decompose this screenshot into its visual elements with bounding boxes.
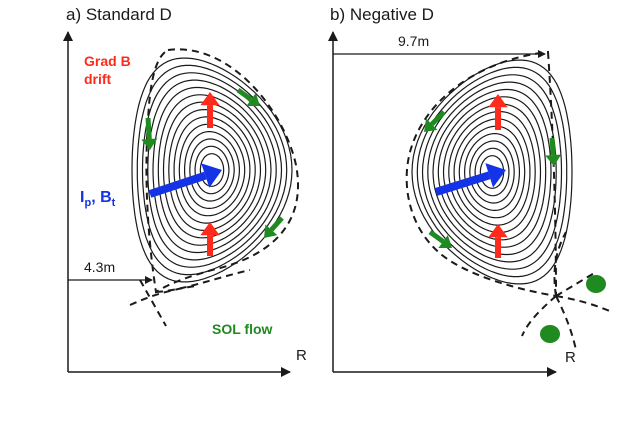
panel-b-sol-flow-arrow-bottom-head (438, 235, 452, 248)
panel-a-flux-surface (131, 57, 293, 283)
panel-b-flux-surfaces (411, 59, 573, 285)
panel-a-r-axis-label: R (296, 347, 307, 364)
panel-b: b) Negative D R 9.7m (328, 5, 613, 377)
panel-b-r-axis-label: R (565, 349, 576, 366)
panel-a-separatrix-leg-1 (139, 279, 167, 327)
current-label-sep: , B (91, 189, 111, 206)
panel-a-separatrix-leg-2 (129, 285, 197, 306)
current-label-p: p (84, 197, 91, 209)
panel-b-separatrix-leg-4 (555, 295, 613, 313)
panel-b-radius-label: 9.7m (398, 33, 429, 49)
panel-a-flux-surface (147, 79, 277, 261)
panel-b-current-arrow-head (485, 163, 506, 188)
panel-a-flux-surface (157, 94, 267, 246)
panel-a-radius-label: 4.3m (84, 259, 115, 275)
panel-a-flux-surface (194, 145, 230, 195)
panel-a: a) Standard D R 4.3m Grad B drift Ip, Bt… (63, 5, 307, 377)
current-label-i: I (80, 189, 84, 206)
panel-a-flux-surface (184, 131, 241, 209)
grad-b-label-line1: Grad B (84, 53, 131, 69)
panel-a-flux-surface (178, 123, 246, 217)
panel-b-grad-b-arrow-lower-head (488, 224, 508, 238)
panel-b-flux-surface (427, 81, 557, 263)
panel-b-separatrix-leg-5 (553, 231, 567, 297)
panel-b-sol-flow-arrow-right-head (545, 154, 562, 166)
panel-b-grad-b-arrow-upper-head (488, 94, 508, 108)
panel-a-current-arrow-head (201, 163, 222, 188)
panel-a-flux-surface (136, 64, 288, 276)
panel-b-flux-surface (421, 74, 563, 270)
current-field-label: Ip, Bt (80, 189, 116, 209)
panel-a-current-arrow-shaft (148, 171, 207, 198)
panel-a-sol-flow-arrow-top-shaft (236, 87, 253, 102)
panel-a-grad-b-arrow-lower-head (200, 222, 220, 236)
panel-a-flux-surface (162, 101, 262, 239)
panel-a-grad-b-arrow-upper-head (200, 92, 220, 106)
panel-a-flux-surface (199, 153, 225, 187)
panel-a-separatrix (145, 48, 299, 294)
panel-b-flux-surface (416, 66, 568, 278)
panel-b-separatrix-leg-2 (521, 295, 557, 337)
panel-b-separatrix-leg-3 (555, 295, 577, 351)
panel-b-sol-flow-arrow-right-shaft (549, 137, 556, 156)
panel-b-flux-surface (458, 125, 526, 219)
panel-b-flux-surface (469, 140, 515, 204)
grad-b-label-line2: drift (84, 71, 112, 87)
panel-b-current-arrow-shaft (434, 171, 491, 196)
panel-b-sol-flow-arrow-bottom-shaft (428, 229, 445, 244)
panel-a-title: a) Standard D (66, 5, 172, 24)
panel-a-flux-surface (173, 116, 251, 224)
panel-b-flux-surface (474, 147, 510, 197)
panel-b-flux-surface (437, 96, 547, 248)
panel-b-separatrix-leg-1 (555, 271, 597, 297)
panel-b-separatrix (405, 50, 558, 298)
panel-b-divertor-target-upper (586, 275, 606, 293)
panel-a-sol-flow-arrow-bottom-head (264, 224, 278, 238)
panel-a-flux-surface (168, 108, 256, 231)
panel-b-flux-surface (432, 88, 552, 256)
panel-b-flux-surface (453, 118, 531, 226)
panel-b-sol-flow-arrow-top-head (424, 118, 438, 132)
panel-b-arrows (424, 94, 562, 258)
sol-flow-label: SOL flow (212, 321, 273, 337)
panel-a-flux-surface (152, 86, 272, 254)
panel-a-sol-flow-arrow-left-shaft (145, 117, 152, 140)
panel-b-flux-surface (463, 133, 521, 211)
panel-a-flux-surface (141, 72, 283, 268)
panel-a-flux-surface (189, 138, 235, 202)
panel-a-separatrix-leg-outer (155, 269, 251, 293)
panel-b-title: b) Negative D (330, 5, 434, 24)
current-label-t: t (112, 197, 116, 209)
panel-a-sol-flow-arrow-left-head (141, 138, 158, 150)
panel-a-arrows (141, 87, 284, 256)
panel-b-flux-surface (442, 103, 542, 241)
panel-b-divertor-target-lower (540, 325, 560, 343)
panel-a-flux-surfaces (131, 57, 293, 283)
panel-b-flux-surface (448, 110, 536, 233)
panel-a-sol-flow-arrow-bottom-shaft (269, 216, 284, 232)
panel-b-sol-flow-arrow-top-shaft (430, 110, 446, 126)
panel-a-sol-flow-arrow-top-head (246, 93, 260, 106)
panel-b-flux-surface (411, 59, 573, 285)
